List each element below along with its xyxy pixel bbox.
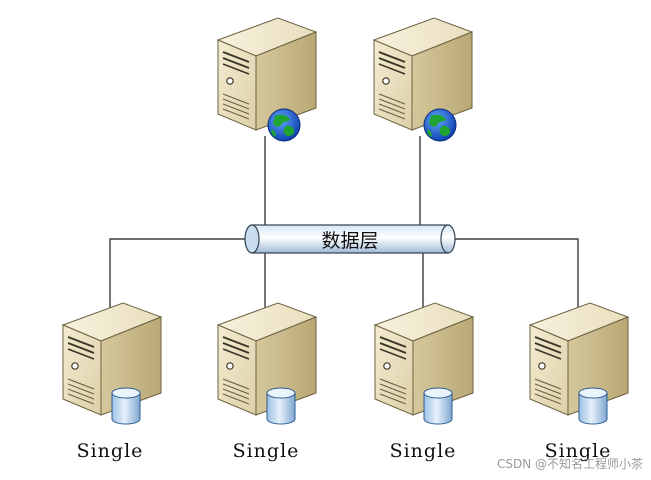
single-node-3: [374, 302, 474, 425]
single-node-4: [529, 302, 629, 425]
database-icon: [423, 387, 453, 425]
node-label-4: Single: [544, 440, 612, 462]
node-label-2: Single: [232, 440, 300, 462]
single-node-2: [217, 302, 317, 425]
database-icon: [111, 387, 141, 425]
database-icon: [266, 387, 296, 425]
globe-icon: [423, 108, 457, 142]
data-bus-pipe: [244, 224, 456, 254]
watermark: CSDN @不知名工程师小茶: [496, 457, 643, 471]
data-layer-label: 数据层: [321, 230, 379, 252]
web-server-2: [373, 17, 473, 142]
database-icon: [578, 387, 608, 425]
single-node-1: [62, 302, 162, 425]
globe-icon: [267, 108, 301, 142]
node-label-1: Single: [76, 440, 144, 462]
web-server-1: [217, 17, 317, 142]
node-label-3: Single: [389, 440, 457, 462]
